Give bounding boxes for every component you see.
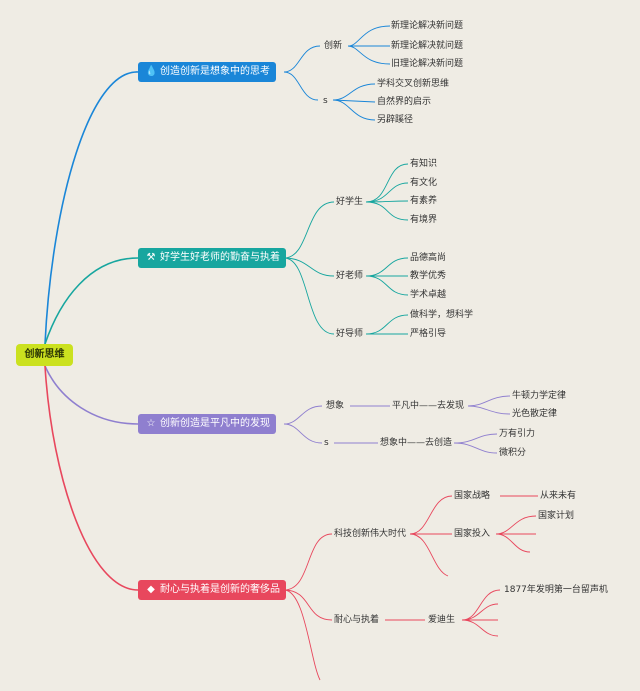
branch-label: 耐心与执着是创新的奢侈品 (160, 584, 280, 595)
topic-leaf[interactable]: 有知识 (410, 159, 438, 169)
topic-leaf[interactable]: 国家计划 (538, 511, 575, 521)
topic-node[interactable]: 好导师 (336, 329, 364, 339)
branch1-links (283, 25, 391, 121)
topic-node[interactable]: 国家战略 (454, 491, 491, 501)
topic-leaf[interactable]: 新理论解决就问题 (391, 41, 464, 51)
water-drop-icon: 💧 (145, 66, 158, 77)
tools-icon: ⚒ (146, 252, 156, 263)
topic-leaf[interactable]: 学术卓越 (410, 290, 447, 300)
topic-leaf[interactable]: 万有引力 (499, 429, 536, 439)
link-root-branch1 (44, 71, 139, 345)
link-root-branch4 (44, 365, 139, 591)
branch-node-3[interactable]: ☆ 创新创造是平凡中的发现 (138, 414, 276, 434)
topic-leaf[interactable]: 有素养 (410, 196, 438, 206)
topic-node[interactable]: 好老师 (336, 271, 364, 281)
topic-leaf[interactable]: 另辟蹊径 (377, 115, 414, 125)
topic-node[interactable]: 想象 (326, 401, 345, 411)
topic-leaf[interactable]: 从来未有 (540, 491, 577, 501)
branch-label: 创造创新是想象中的思考 (160, 66, 270, 77)
topic-node[interactable]: 平凡中——去发现 (392, 401, 465, 411)
diamond-icon: ◆ (147, 584, 155, 595)
topic-leaf[interactable]: 有文化 (410, 178, 438, 188)
branch3-links (283, 395, 511, 454)
topic-node[interactable]: 好学生 (336, 197, 364, 207)
branch-node-1[interactable]: 💧 创造创新是想象中的思考 (138, 62, 276, 82)
branch-node-2[interactable]: ⚒ 好学生好老师的勤奋与执着 (138, 248, 286, 268)
topic-node[interactable]: 耐心与执着 (334, 615, 380, 625)
topic-node[interactable]: 爱迪生 (428, 615, 456, 625)
topic-leaf[interactable]: 光色散定律 (512, 409, 558, 419)
branch-label: 好学生好老师的勤奋与执着 (160, 252, 280, 263)
branch4-links (283, 495, 538, 681)
topic-leaf[interactable]: 1877年发明第一台留声机 (504, 585, 608, 595)
topic-node[interactable]: 想象中——去创造 (380, 438, 453, 448)
topic-leaf[interactable]: 教学优秀 (410, 271, 447, 281)
root-node[interactable]: 创新思维 (16, 344, 73, 366)
topic-node[interactable]: s (323, 96, 328, 106)
topic-leaf[interactable]: 微积分 (499, 448, 527, 458)
branch-node-4[interactable]: ◆ 耐心与执着是创新的奢侈品 (138, 580, 286, 600)
topic-leaf[interactable]: 严格引导 (410, 329, 447, 339)
star-icon: ☆ (146, 418, 156, 429)
topic-leaf[interactable]: 学科交叉创新思维 (377, 79, 450, 89)
link-root-branch3 (44, 365, 139, 425)
link-root-branch2 (44, 257, 139, 345)
branch-label: 创新创造是平凡中的发现 (160, 418, 270, 429)
branch2-links (283, 163, 409, 335)
topic-node[interactable]: s (324, 438, 329, 448)
topic-node[interactable]: 创新 (324, 41, 343, 51)
topic-leaf[interactable]: 新理论解决新问题 (391, 21, 464, 31)
topic-node[interactable]: 国家投入 (454, 529, 491, 539)
topic-leaf[interactable]: 牛顿力学定律 (512, 391, 567, 401)
topic-leaf[interactable]: 有境界 (410, 215, 438, 225)
topic-node[interactable]: 科技创新伟大时代 (334, 529, 407, 539)
topic-leaf[interactable]: 品德高尚 (410, 253, 447, 263)
topic-leaf[interactable]: 自然界的启示 (377, 97, 432, 107)
topic-leaf[interactable]: 旧理论解决新问题 (391, 59, 464, 69)
topic-leaf[interactable]: 做科学，想科学 (410, 310, 474, 320)
